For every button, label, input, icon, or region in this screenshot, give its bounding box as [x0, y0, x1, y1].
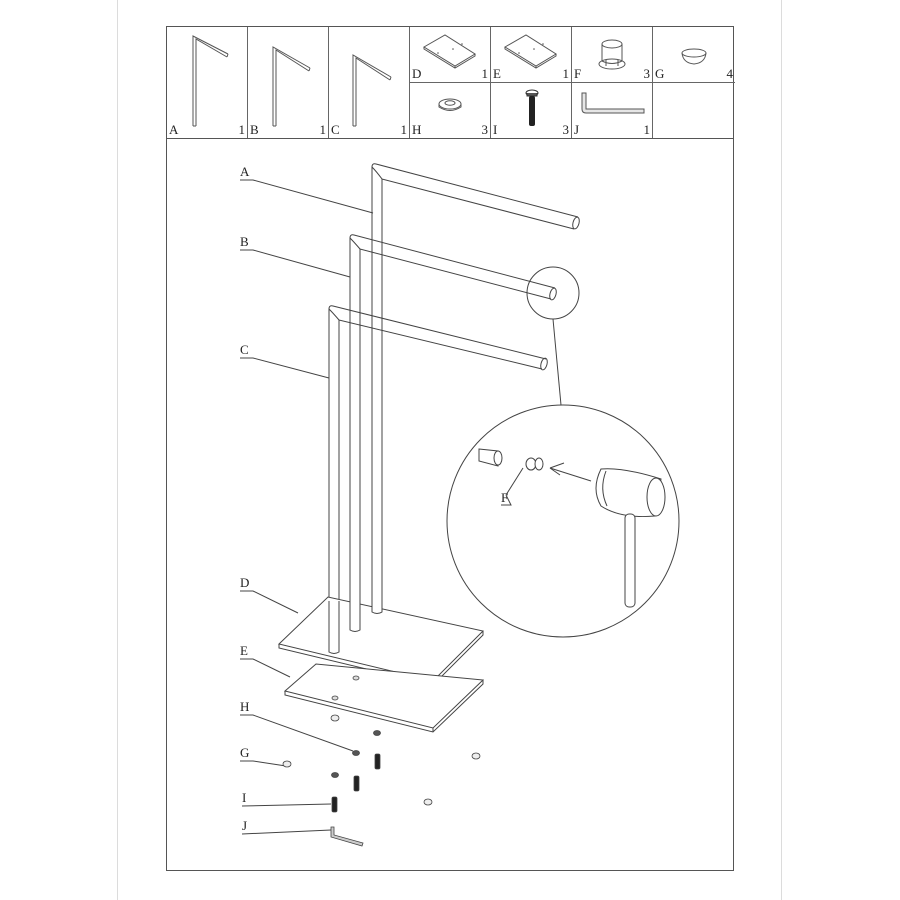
leader-c — [240, 357, 330, 379]
callout-f: F — [501, 490, 509, 505]
leader-i — [241, 803, 332, 807]
page-edge-left — [117, 0, 118, 900]
part-quantity: 1 — [562, 66, 570, 81]
part-quantity: 1 — [319, 122, 327, 137]
part-quantity: 3 — [643, 66, 651, 81]
allen-key-j-icon — [581, 92, 645, 114]
instruction-sheet-frame: A 1 B 1 C 1 — [166, 26, 735, 871]
rail-a-icon — [192, 35, 229, 127]
part-cell-j: J 1 — [572, 83, 653, 138]
part-cell-h: H 3 — [410, 83, 491, 138]
bottom-plate-e-icon — [504, 34, 557, 69]
screw-i-icon — [525, 89, 539, 126]
part-cell-a: A 1 — [167, 27, 248, 138]
part-quantity: 1 — [643, 122, 651, 137]
part-quantity: 4 — [726, 66, 734, 81]
part-cell-d: D 1 — [410, 27, 491, 83]
part-label: E — [493, 66, 501, 81]
part-label: G — [655, 66, 665, 81]
callout-j: J — [242, 818, 248, 833]
callout-c: C — [240, 342, 249, 357]
assembly-drawing — [240, 163, 680, 847]
page-edge-right — [781, 0, 782, 900]
part-label: B — [250, 122, 259, 137]
leader-a — [240, 179, 374, 214]
washer-h-icon — [438, 98, 462, 111]
part-cell-f: F 3 — [572, 27, 653, 83]
part-cell-c: C 1 — [329, 27, 410, 138]
part-quantity: 1 — [481, 66, 489, 81]
part-label: I — [493, 122, 498, 137]
part-label: J — [574, 122, 580, 137]
part-quantity: 1 — [238, 122, 246, 137]
rail-c-icon — [352, 54, 392, 127]
base-plate-d-icon — [423, 34, 476, 69]
leader-g — [240, 760, 287, 767]
leader-b — [240, 249, 351, 278]
callout-g: G — [240, 745, 250, 760]
rail-b-icon — [272, 46, 311, 127]
end-cap-f-icon — [598, 39, 626, 70]
part-cell-g: G 4 — [653, 27, 735, 83]
part-label: F — [574, 66, 582, 81]
part-label: C — [331, 122, 340, 137]
part-cell-i: I 3 — [491, 83, 572, 138]
callout-i: I — [242, 790, 247, 805]
foot-pad-g-icon — [681, 48, 707, 65]
part-quantity: 3 — [562, 122, 570, 137]
leader-d — [240, 590, 299, 614]
part-label: D — [412, 66, 422, 81]
part-label: A — [169, 122, 179, 137]
part-cell-e: E 1 — [491, 27, 572, 83]
part-quantity: 3 — [481, 122, 489, 137]
callout-e: E — [240, 643, 248, 658]
callout-d: D — [240, 575, 250, 590]
parts-table: A 1 B 1 C 1 — [167, 27, 735, 139]
part-label: H — [412, 122, 422, 137]
callout-h: H — [240, 699, 250, 714]
part-cell-b: B 1 — [248, 27, 329, 138]
callout-b: B — [240, 234, 249, 249]
leader-j — [241, 829, 332, 835]
leader-e — [240, 658, 291, 678]
callout-a: A — [240, 164, 250, 179]
part-quantity: 1 — [400, 122, 408, 137]
leader-h — [240, 714, 354, 752]
